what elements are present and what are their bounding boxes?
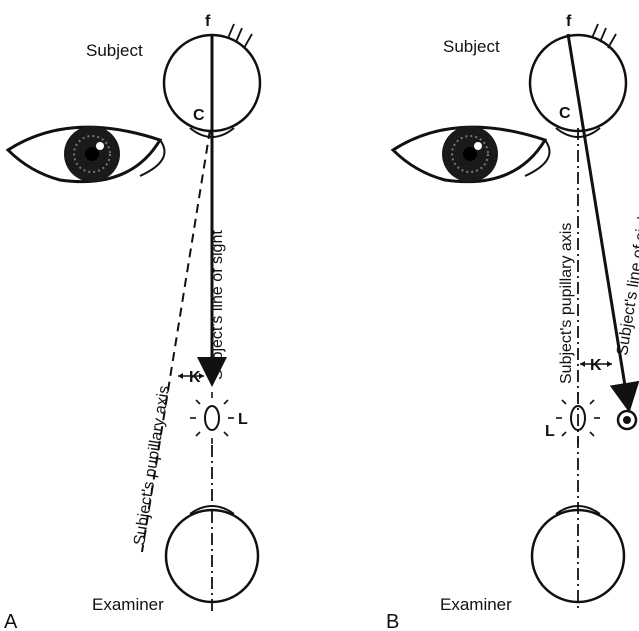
light-label-a: L xyxy=(238,411,248,428)
light-source-b xyxy=(556,392,600,444)
cornea-label-b: C xyxy=(559,105,571,122)
examiner-label-b: Examiner xyxy=(440,595,512,614)
pupillary-axis-a xyxy=(141,129,211,553)
examiner-eye-a xyxy=(164,505,260,604)
subject-label-b: Subject xyxy=(443,37,500,56)
panel-letter-a: A xyxy=(4,611,18,631)
subject-eye-b xyxy=(528,23,628,138)
examiner-label-a: Examiner xyxy=(92,595,164,614)
line-of-sight-label-b: Subject's line of sight xyxy=(614,205,639,356)
examiner-eye-b xyxy=(530,505,626,604)
line-of-sight-label-a: Subject's line of sight xyxy=(209,230,226,380)
subject-label-a: Subject xyxy=(86,41,143,60)
fovea-label-b: f xyxy=(566,13,572,30)
line-of-sight-b xyxy=(566,33,639,413)
reflection-target-b xyxy=(616,409,638,431)
side-eye-a xyxy=(5,125,166,184)
panel-letter-b: B xyxy=(386,611,399,631)
light-label-b: L xyxy=(545,423,555,440)
angle-k-label-a: K xyxy=(189,369,201,386)
fovea-label-a: f xyxy=(205,13,211,30)
angle-k-marker-a xyxy=(178,373,204,379)
pupillary-axis-label-a: Subject's pupillary axis xyxy=(131,385,173,547)
angle-k-marker-b xyxy=(580,361,612,367)
panel-b: Subject f C K L Examiner B Subject's pup… xyxy=(386,13,639,631)
angle-k-label-b: K xyxy=(590,357,602,374)
light-source-a xyxy=(190,392,234,444)
pupillary-axis-label-b: Subject's pupillary axis xyxy=(558,223,575,384)
panel-a: Subject f C K L Examiner A Subject's lin… xyxy=(4,13,262,631)
cornea-label-a: C xyxy=(193,107,205,124)
side-eye-b xyxy=(390,125,551,184)
